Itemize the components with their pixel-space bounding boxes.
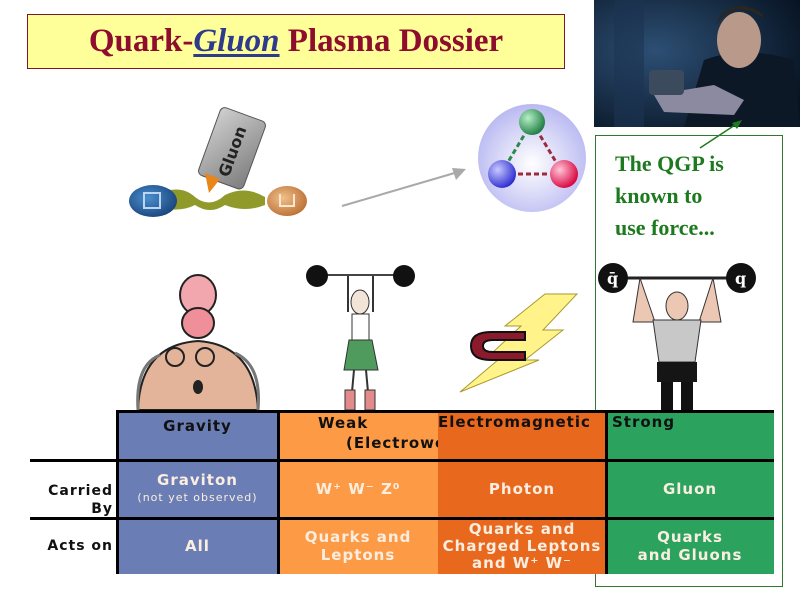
callout-line: use force...: [615, 215, 715, 240]
header-weak-label: Weak: [318, 414, 369, 432]
transition-arrow: [341, 168, 466, 207]
row-label-carried-by: Carried By: [30, 460, 117, 518]
row-label-acts-on: Acts on: [30, 518, 117, 574]
row-label-line: Acts on: [47, 538, 113, 554]
callout-frame: [595, 135, 783, 587]
strong-lifter-illustration: q̄ q: [598, 263, 756, 412]
title-prefix: Quark-: [88, 23, 194, 59]
table-rule: [117, 410, 774, 413]
cell-acts-strong: Quarks and Gluons: [606, 518, 774, 574]
cell-text: Leptons: [320, 546, 396, 564]
cell-text: Charged Leptons: [442, 536, 602, 555]
callout-line: The QGP is: [615, 151, 724, 176]
quark-plate-label: q: [735, 269, 746, 288]
table-rule: [30, 459, 774, 462]
gluon-glue-illustration: Gluon: [129, 107, 307, 217]
table-rule: [605, 410, 608, 574]
header-strong-label: Strong: [612, 413, 676, 431]
cell-text: and Gluons: [637, 546, 743, 564]
cell-text: All: [185, 537, 210, 555]
cell-text: Photon: [488, 480, 556, 498]
cell-text: Graviton: [157, 471, 238, 489]
title-emphasis-link[interactable]: Gluon: [193, 23, 280, 59]
weak-lifter-illustration: [306, 265, 415, 411]
callout-line: known to: [615, 183, 703, 208]
cell-acts-weak: Quarks and Leptons: [278, 518, 438, 574]
antiquark-plate-label: q̄: [607, 269, 618, 288]
title-banner: Quark-Gluon Plasma Dossier: [27, 14, 565, 69]
callout-text: The QGP is known to use force...: [615, 148, 775, 244]
header-gravity-label: Gravity: [163, 417, 232, 435]
table-rule: [277, 410, 280, 574]
row-label-line: By: [91, 501, 113, 517]
title-suffix: Plasma Dossier: [279, 23, 504, 59]
header-gravity: Gravity: [117, 411, 278, 460]
cell-carried-weak: W⁺ W⁻ Z⁰: [278, 460, 438, 518]
row-label-line: Carried: [48, 483, 113, 499]
baryon-sphere-illustration: [478, 104, 586, 212]
actor-photo: [594, 0, 800, 127]
cell-carried-strong: Gluon: [606, 460, 774, 518]
cell-text: W⁺ W⁻ Z⁰: [315, 480, 401, 498]
cell-text: and W⁺ W⁻: [472, 553, 572, 572]
header-electromagnetic: Electromagnetic: [438, 411, 606, 460]
cell-acts-em: Quarks and Charged Leptons and W⁺ W⁻: [438, 518, 606, 574]
cell-acts-gravity: All: [117, 518, 278, 574]
cell-carried-em: Photon: [438, 460, 606, 518]
cell-text: Quarks and: [304, 528, 412, 546]
cell-carried-gravity: Graviton (not yet observed): [117, 460, 278, 518]
cell-text: Quarks: [657, 528, 723, 546]
header-strong: Strong: [606, 411, 774, 460]
electromagnetic-bolt-illustration: [459, 293, 579, 393]
cell-note: (not yet observed): [137, 491, 258, 504]
cell-text: Quarks and: [468, 519, 576, 538]
page-title: Quark-Gluon Plasma Dossier: [89, 23, 503, 60]
header-weak: Weak (Electroweak): [278, 411, 475, 460]
apple-head-gravity-illustration: [136, 274, 261, 410]
table-rule: [116, 410, 119, 574]
table-rule: [30, 517, 774, 520]
header-electromagnetic-label: Electromagnetic: [438, 413, 591, 431]
cell-text: Gluon: [662, 480, 718, 498]
